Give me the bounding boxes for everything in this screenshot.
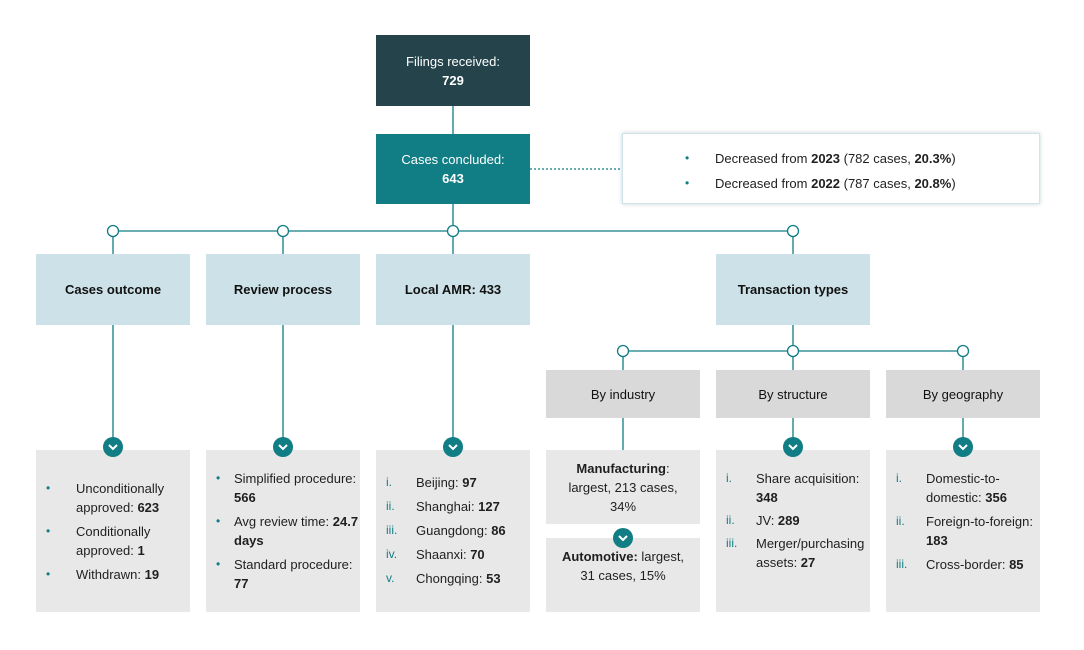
category-cases-outcome: Cases outcome bbox=[36, 254, 190, 325]
note-item: • Decreased from 2022 (787 cases, 20.8%) bbox=[685, 171, 1039, 196]
note-item: • Decreased from 2023 (782 cases, 20.3%) bbox=[685, 146, 1039, 171]
category-review-process: Review process bbox=[206, 254, 360, 325]
filings-value: 729 bbox=[442, 72, 464, 88]
numeral: iii. bbox=[896, 557, 908, 571]
bullet-icon: • bbox=[216, 557, 221, 571]
concluded-value: 643 bbox=[442, 171, 464, 186]
industry-panel-automotive: Automotive: largest, 31 cases, 15% bbox=[546, 538, 700, 612]
chevron-down-icon bbox=[103, 437, 123, 457]
review-panel: •Simplified procedure: 566 •Avg review t… bbox=[206, 450, 360, 612]
chevron-down-icon bbox=[953, 437, 973, 457]
list-item: •Avg review time: 24.7 days bbox=[216, 514, 359, 548]
local-amr-panel: i.Beijing: 97 ii.Shanghai: 127 iii.Guang… bbox=[376, 450, 530, 612]
comparison-note: • Decreased from 2023 (782 cases, 20.3%)… bbox=[622, 133, 1040, 204]
filings-label: Filings received: bbox=[406, 53, 500, 69]
junction-node bbox=[956, 344, 970, 358]
subcategory-by-geography: By geography bbox=[886, 370, 1040, 418]
subcategory-by-structure: By structure bbox=[716, 370, 870, 418]
numeral: iii. bbox=[726, 536, 738, 550]
structure-panel: i.Share acquisition: 348 ii.JV: 289 iii.… bbox=[716, 450, 870, 612]
junction-node bbox=[786, 344, 800, 358]
chevron-down-icon bbox=[783, 437, 803, 457]
bullet-icon: • bbox=[216, 471, 221, 485]
bullet-icon: • bbox=[46, 481, 51, 495]
chevron-down-icon bbox=[613, 528, 633, 548]
junction-node bbox=[106, 224, 120, 238]
list-item: ii.Foreign-to-foreign: 183 bbox=[896, 514, 1033, 548]
list-item: i.Share acquisition: 348 bbox=[726, 471, 860, 505]
list-item: iii.Guangdong: 86 bbox=[386, 523, 506, 538]
bullet-icon: • bbox=[46, 567, 51, 581]
bullet-icon: • bbox=[216, 514, 221, 528]
numeral: i. bbox=[726, 471, 732, 485]
list-item: i.Beijing: 97 bbox=[386, 475, 477, 490]
list-item: iii.Cross-border: 85 bbox=[896, 557, 1024, 572]
industry-panel-manufacturing: Manufacturing: largest, 213 cases, 34% bbox=[546, 450, 700, 524]
list-item: ii.Shanghai: 127 bbox=[386, 499, 500, 514]
list-item: •Simplified procedure: 566 bbox=[216, 471, 357, 505]
subcategory-by-industry: By industry bbox=[546, 370, 700, 418]
list-item: •Withdrawn: 19 bbox=[46, 567, 160, 582]
junction-node bbox=[616, 344, 630, 358]
bullet-icon: • bbox=[685, 176, 690, 190]
list-item: ii.JV: 289 bbox=[726, 513, 800, 528]
bullet-icon: • bbox=[46, 524, 51, 538]
numeral: ii. bbox=[726, 513, 735, 527]
list-item: •Conditionally approved: 1 bbox=[46, 524, 151, 558]
numeral: i. bbox=[896, 471, 902, 485]
category-local-amr: Local AMR: 433 bbox=[376, 254, 530, 325]
junction-node bbox=[276, 224, 290, 238]
bullet-icon: • bbox=[685, 151, 690, 165]
category-transaction-types: Transaction types bbox=[716, 254, 870, 325]
junction-node bbox=[446, 224, 460, 238]
outcome-panel: •Unconditionally approved: 623 •Conditio… bbox=[36, 450, 190, 612]
list-item: i.Domestic-to-domestic: 356 bbox=[896, 471, 1007, 505]
list-item: v.Chongqing: 53 bbox=[386, 571, 501, 586]
numeral: ii. bbox=[386, 499, 395, 513]
numeral: iii. bbox=[386, 523, 398, 537]
chevron-down-icon bbox=[273, 437, 293, 457]
junction-node bbox=[786, 224, 800, 238]
chevron-down-icon bbox=[443, 437, 463, 457]
list-item: iii.Merger/purchasing assets: 27 bbox=[726, 536, 865, 570]
concluded-label: Cases concluded: bbox=[401, 152, 505, 167]
filings-received-box: Filings received: 729 bbox=[376, 35, 530, 106]
list-item: iv.Shaanxi: 70 bbox=[386, 547, 485, 562]
geography-panel: i.Domestic-to-domestic: 356 ii.Foreign-t… bbox=[886, 450, 1040, 612]
numeral: iv. bbox=[386, 547, 398, 561]
list-item: •Unconditionally approved: 623 bbox=[46, 481, 165, 515]
numeral: ii. bbox=[896, 514, 905, 528]
list-item: •Standard procedure: 77 bbox=[216, 557, 353, 591]
cases-concluded-box: Cases concluded: 643 bbox=[376, 134, 530, 204]
numeral: i. bbox=[386, 475, 392, 489]
numeral: v. bbox=[386, 571, 395, 585]
